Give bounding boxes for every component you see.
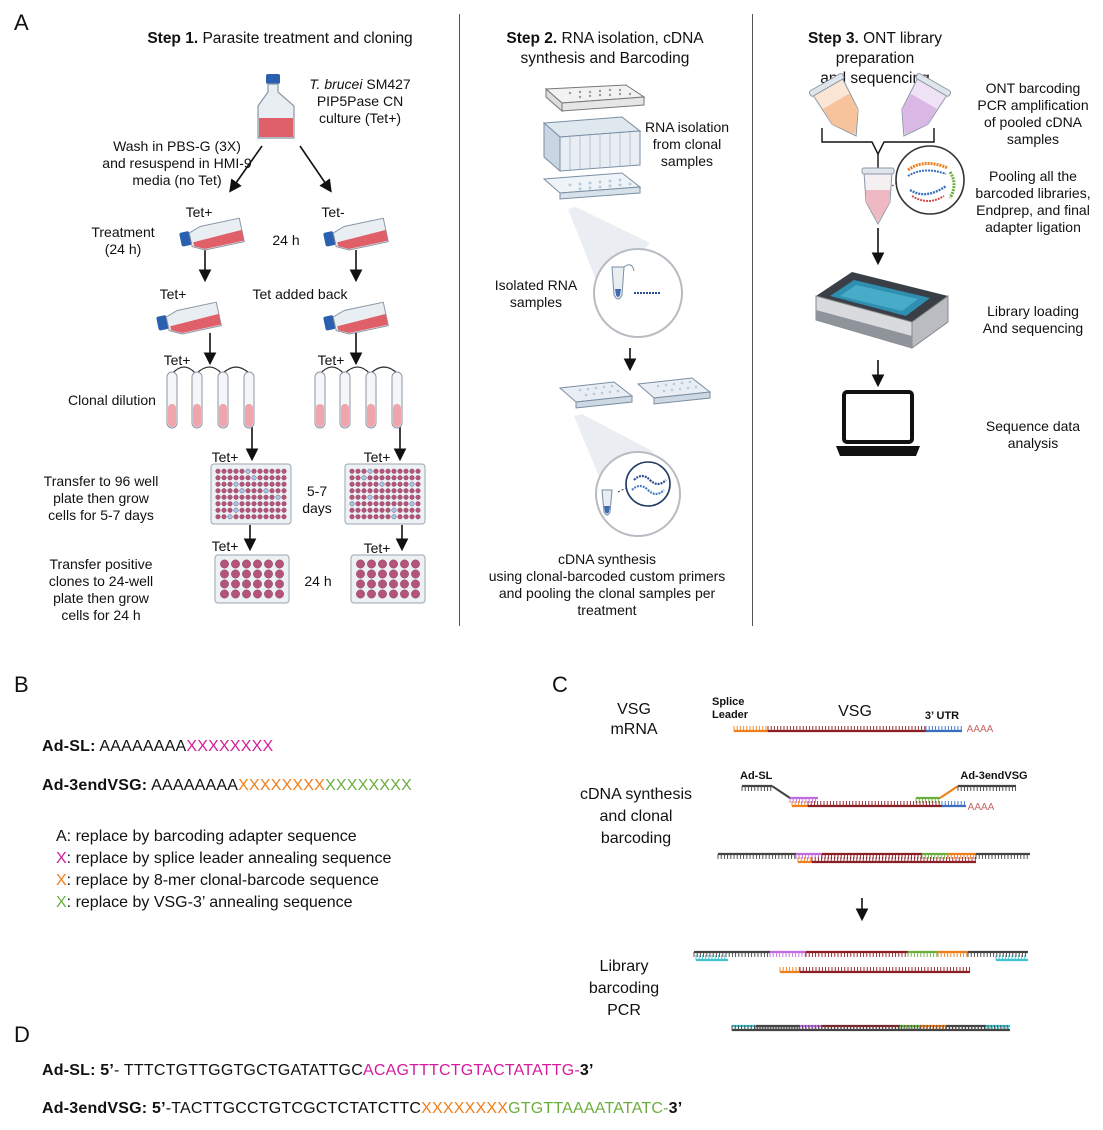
step3-title: Step 3. ONT library preparation and sequ… — [807, 30, 943, 87]
legend-row: A: replace by barcoding adapter sequence — [56, 828, 357, 846]
panel-label-c: C — [552, 672, 568, 697]
sequencer-device-icon — [815, 272, 949, 349]
tet-plus-label-5: Tet+ — [211, 449, 239, 465]
legend-row: X: replace by splice leader annealing se… — [56, 850, 391, 868]
isolated-rna-zoom-icon — [568, 207, 683, 338]
legend-key: X — [56, 872, 67, 889]
rna-isolation-label: RNA isolation from clonal samples — [644, 119, 730, 169]
flask-tet-back-icon — [323, 301, 389, 335]
treatment-label: Treatment (24 h) — [91, 224, 155, 257]
tet-plus-label-8: Tet+ — [363, 540, 391, 556]
plate-96-right-icon — [344, 463, 426, 525]
plate-24-right-icon — [350, 554, 426, 604]
flask-tet-plus-icon-2 — [156, 301, 222, 335]
panel-label-a: A — [14, 10, 29, 35]
legend-row: X: replace by 8-mer clonal-barcode seque… — [56, 872, 379, 890]
tet-plus-label-2: Tet+ — [159, 286, 187, 302]
plate-24-left-icon — [214, 554, 290, 604]
ont-tubes-icon — [808, 72, 965, 226]
flask-tet-plus-icon — [179, 217, 245, 251]
laptop-icon — [836, 390, 920, 456]
d-ad3endvsg-sequence: Ad-3endVSG: 5’-TACTTGCCTGTCGCTCTATCTTCXX… — [42, 1100, 683, 1117]
plate-96-left-icon — [210, 463, 292, 525]
legend-text: : replace by 8-mer clonal-barcode sequen… — [66, 872, 379, 889]
c-adsl-label: Ad-SL — [740, 770, 773, 782]
c-polya-label-1: AAAA — [966, 724, 994, 735]
dilution-tubes-left-icon — [166, 366, 255, 429]
tet-plus-label-1: Tet+ — [185, 204, 213, 220]
culture-flask-icon — [257, 74, 295, 139]
tet-added-back-label: Tet added back — [252, 286, 348, 302]
c-polya-label-2: AAAA — [967, 802, 995, 813]
transfer-96-label: Transfer to 96 well plate then grow cell… — [43, 473, 159, 523]
legend-text: : replace by barcoding adapter sequence — [66, 828, 357, 845]
d-adsl-sequence: Ad-SL: 5’- TTTCTGTTGGTGCTGATATTGCACAGTTT… — [42, 1062, 594, 1079]
legend-key: X — [56, 850, 67, 867]
time-24h-label-2: 24 h — [304, 573, 332, 589]
tet-plus-label-4: Tet+ — [317, 352, 345, 368]
library-loading-label: Library loading And sequencing — [982, 303, 1084, 336]
sequence-analysis-label: Sequence data analysis — [985, 418, 1081, 451]
time-24h-label-1: 24 h — [272, 232, 300, 248]
c-cdna-label: cDNA synthesis and clonal barcoding — [579, 786, 693, 847]
dilution-tubes-right-icon — [314, 366, 403, 429]
legend-row: X: replace by VSG-3’ annealing sequence — [56, 894, 352, 912]
tet-plus-label-3: Tet+ — [163, 352, 191, 368]
c-ad3endvsg-label: Ad-3endVSG — [960, 770, 1028, 782]
b-adsl-sequence: Ad-SL: AAAAAAAAXXXXXXXX — [42, 738, 274, 755]
divider-step1-step2 — [459, 14, 460, 626]
b-ad3endvsg-sequence: Ad-3endVSG: AAAAAAAAXXXXXXXXXXXXXXXX — [42, 777, 413, 794]
flask-tet-minus-icon — [323, 217, 389, 251]
tet-minus-label: Tet- — [321, 204, 345, 220]
divider-step2-step3 — [752, 14, 753, 626]
rna-isolation-plates-icon — [542, 84, 646, 200]
legend-key: A — [56, 828, 67, 845]
tet-plus-label-7: Tet+ — [211, 538, 239, 554]
cdna-synthesis-label: cDNA synthesis using clonal-barcoded cus… — [488, 551, 726, 618]
transfer-24-label: Transfer positive clones to 24-well plat… — [48, 556, 154, 623]
days-label: 5-7 days — [302, 483, 332, 516]
isolated-rna-label: Isolated RNA samples — [494, 277, 578, 310]
legend-text: : replace by splice leader annealing seq… — [66, 850, 392, 867]
c-vsg-mrna-label: VSG mRNA — [610, 701, 658, 738]
legend-text: : replace by VSG-3’ annealing sequence — [66, 894, 353, 911]
c-library-label: Library barcoding PCR — [588, 958, 660, 1019]
legend-key: X — [56, 894, 67, 911]
c-utr-label: 3’ UTR — [924, 710, 960, 722]
pooling-label: Pooling all the barcoded libraries, Endp… — [975, 168, 1091, 235]
culture-label: T. brucei SM427 PIP5Pase CN culture (Tet… — [309, 76, 411, 126]
panel-label-b: B — [14, 672, 29, 697]
c-vsg-label: VSG — [838, 703, 872, 720]
c-splice-leader-label: Splice Leader — [712, 696, 749, 721]
ont-barcoding-label: ONT barcoding PCR amplification of poole… — [977, 80, 1089, 147]
panel-label-d: D — [14, 1022, 30, 1047]
step2-title: Step 2. RNA isolation, cDNA synthesis an… — [506, 30, 704, 67]
tet-plus-label-6: Tet+ — [363, 449, 391, 465]
cdna-plates-icon — [558, 377, 712, 409]
clonal-dilution-label: Clonal dilution — [68, 392, 156, 408]
wash-label: Wash in PBS-G (3X) and resuspend in HMI-… — [102, 138, 252, 188]
cdna-zoom-icon — [574, 414, 681, 537]
step1-title: Step 1. Parasite treatment and cloning — [147, 30, 413, 47]
